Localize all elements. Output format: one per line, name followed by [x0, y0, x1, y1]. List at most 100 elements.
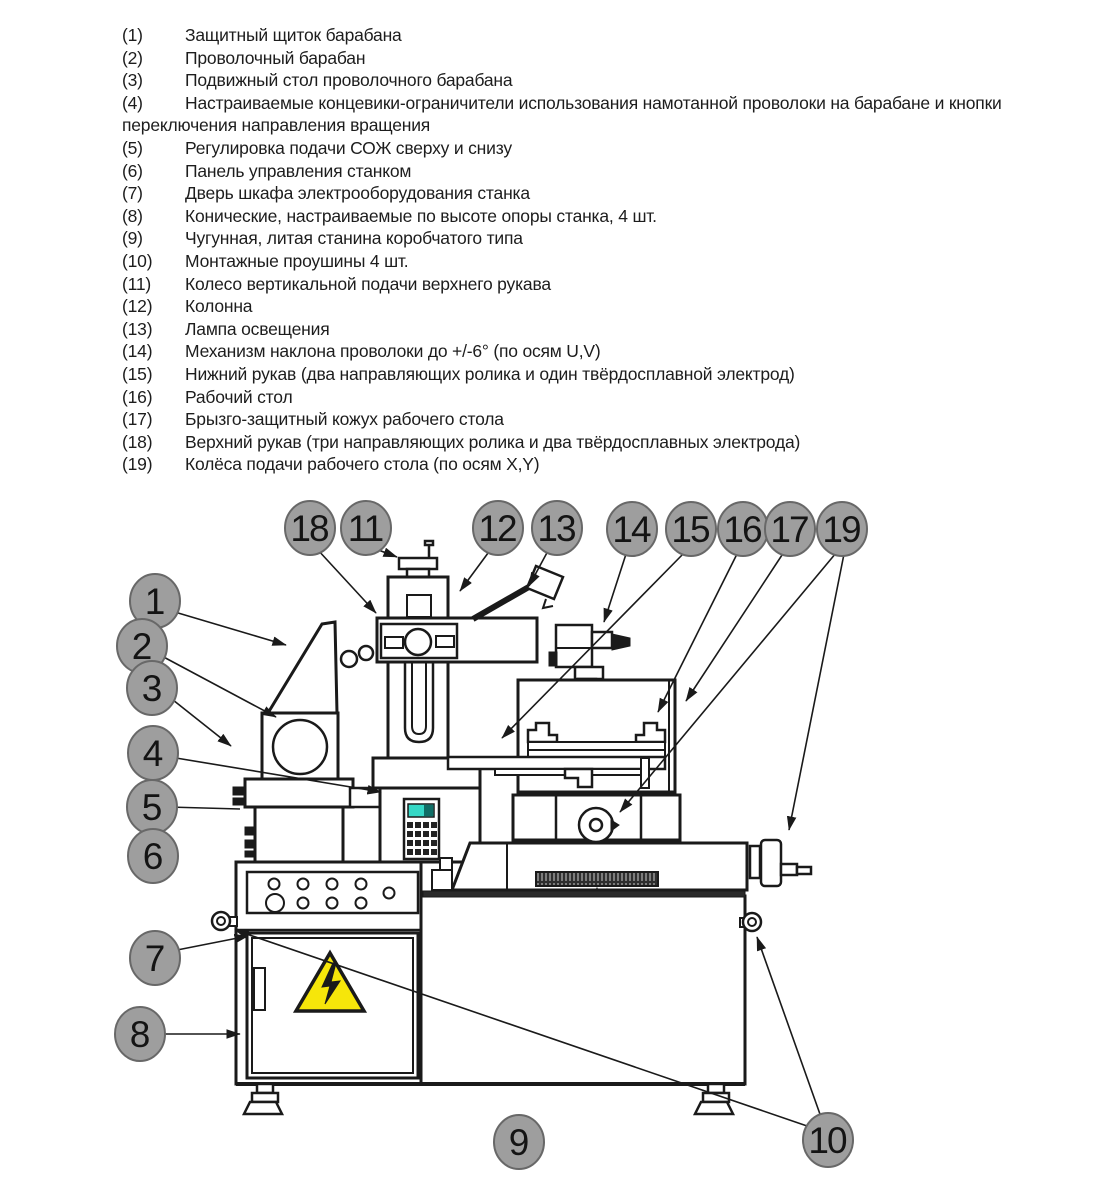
drum-shield-shape	[265, 620, 339, 715]
legend-item-number: (10)	[122, 250, 153, 271]
leader-line-18	[234, 929, 811, 1128]
legend-item-9: (9)Чугунная, литая станина коробчатого т…	[122, 227, 1066, 250]
legend-item-number: (8)	[122, 205, 143, 226]
leader-line-1	[157, 653, 277, 718]
legend-item-number: (4)	[122, 92, 143, 113]
legend-item-text: Регулировка подачи СОЖ сверху и снизу	[185, 137, 512, 158]
control-keypad-shape	[402, 797, 441, 861]
callout-number: 3	[142, 668, 161, 709]
lamp-shape	[471, 564, 565, 622]
callout-number: 6	[143, 836, 162, 877]
callout-number: 2	[132, 626, 151, 667]
leader-line-11	[603, 550, 628, 623]
legend-item-text: Дверь шкафа электрооборудования станка	[185, 183, 530, 204]
legend-item-8: (8) Конические, настраиваемые по высоте о…	[122, 205, 1066, 228]
legend-item-7: (7) Дверь шкафа электрооборудования станк…	[122, 182, 1066, 205]
legend-item-16: (16)Рабочий стол	[122, 386, 1066, 409]
legend-item-number: (17)	[122, 409, 153, 430]
legend-item-number: (14)	[122, 341, 153, 362]
callout-number: 7	[145, 938, 164, 979]
callout-6: 6	[127, 828, 179, 884]
leader-line-12	[501, 551, 686, 739]
callout-number: 19	[822, 509, 860, 550]
callout-number: 14	[612, 509, 651, 550]
leader-line-4	[167, 806, 241, 810]
callout-5: 5	[126, 779, 178, 835]
upper-arm-shape	[339, 616, 539, 669]
legend-item-17: (17) Брызго-защитный кожух рабочего стола	[122, 408, 1066, 431]
legend-item-text: Конические, настраиваемые по высоте опор…	[185, 205, 657, 226]
callout-number: 17	[770, 509, 808, 550]
legend-item-text: Нижний рукав (два направляющих ролика и …	[185, 363, 795, 384]
legend-item-18: (18) Верхний рукав (три направляющих роли…	[122, 431, 1066, 454]
legend-item-text: Верхний рукав (три направляющих ролика и…	[185, 431, 801, 452]
legend-item-number: (15)	[122, 363, 153, 384]
leader-line-14	[685, 551, 785, 702]
callout-number: 15	[671, 509, 710, 550]
callout-12: 12	[472, 500, 524, 556]
legend-item-text: Монтажные проушины 4 шт.	[185, 250, 409, 271]
leader-line-3	[169, 756, 382, 795]
legend-item-number: (18)	[122, 431, 153, 452]
wire-drum-shape	[260, 711, 340, 781]
callout-number: 13	[537, 508, 575, 549]
legend-item-text: Панель управления станком	[185, 160, 412, 181]
legend-item-text: Защитный щиток барабана	[185, 25, 402, 45]
legend-item-number: (5)	[122, 137, 143, 158]
foot-right-shape	[692, 1082, 736, 1116]
leader-line-16	[786, 553, 845, 831]
handwheel-right-shape	[748, 838, 813, 888]
leader-line-13	[657, 551, 739, 713]
legend-item-text: Настраиваемые концевики-ограничители исп…	[122, 92, 1002, 136]
mounting-lug-left	[210, 910, 238, 932]
callout-10: 10	[802, 1112, 854, 1168]
foot-left-shape	[241, 1082, 285, 1116]
legend-item-text: Колёса подачи рабочего стола (по осям X,…	[185, 454, 540, 475]
callout-2: 2	[116, 618, 168, 674]
callout-number: 18	[290, 508, 328, 549]
legend-item-14: (14)Механизм наклона проволоки до +/-6° …	[122, 340, 1066, 363]
legend-item-number: (19)	[122, 454, 153, 475]
leader-line-0	[167, 609, 287, 646]
legend-item-11: (11)Колесо вертикальной подачи верхнего …	[122, 273, 1066, 296]
legend-item-text: Колонна	[185, 296, 253, 317]
callout-9: 9	[493, 1114, 545, 1170]
callout-11: 11	[340, 500, 392, 556]
callout-number: 12	[478, 508, 516, 549]
legend-item-number: (12)	[122, 296, 153, 317]
leader-line-9	[459, 548, 492, 592]
legend-item-number: (13)	[122, 318, 153, 339]
legend-item-12: (12) Колонна	[122, 295, 1066, 318]
legend-item-2: (2) Проволочный барабан	[122, 47, 1066, 70]
legend-item-13: (13)Лампа освещения	[122, 318, 1066, 341]
leader-line-10	[528, 548, 550, 587]
callout-19: 19	[816, 501, 868, 557]
legend-item-number: (3)	[122, 70, 143, 91]
leader-line-17	[756, 936, 822, 1118]
button-panel-shape	[236, 870, 421, 932]
callout-7: 7	[129, 930, 181, 986]
callout-number: 4	[143, 733, 163, 774]
legend-item-number: (7)	[122, 183, 143, 204]
callout-16: 16	[717, 501, 769, 557]
callout-number: 16	[723, 509, 761, 550]
legend-item-5: (5) Регулировка подачи СОЖ сверху и снизу	[122, 137, 1066, 160]
callout-4: 4	[127, 725, 179, 781]
mounting-lug-right	[739, 911, 763, 933]
drum-table-shape	[232, 777, 382, 864]
callout-15: 15	[665, 501, 717, 557]
legend-item-10: (10) Монтажные проушины 4 шт.	[122, 250, 1066, 273]
callout-14: 14	[606, 501, 658, 557]
callout-18: 18	[284, 500, 336, 556]
work-table-shape	[431, 841, 749, 899]
callout-number: 11	[348, 508, 383, 549]
legend-item-text: Чугунная, литая станина коробчатого типа	[185, 228, 523, 249]
leader-lines-layer	[155, 547, 845, 1128]
legend-item-number: (2)	[122, 47, 143, 68]
callout-number: 10	[808, 1120, 847, 1161]
callout-17: 17	[764, 501, 816, 557]
legend-item-text: Брызго-защитный кожух рабочего стола	[185, 409, 504, 430]
legend-item-text: Проволочный барабан	[185, 47, 366, 68]
